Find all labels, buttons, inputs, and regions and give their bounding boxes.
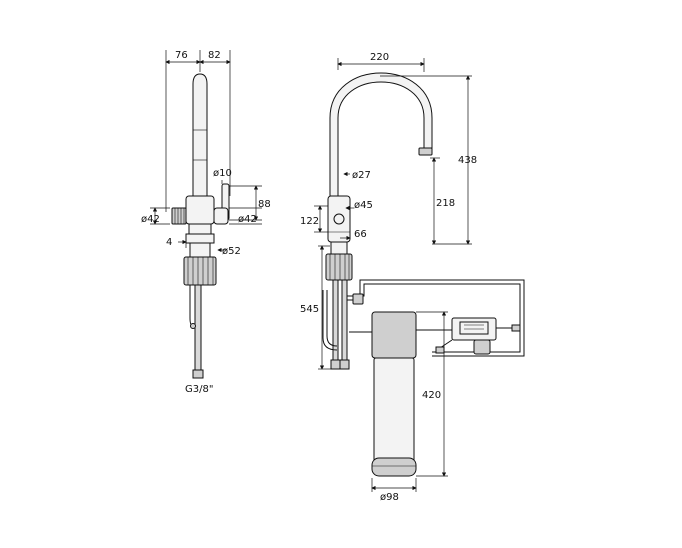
dim-side-body-right: ø42 <box>238 214 257 225</box>
dim-side-body-left: ø42 <box>141 214 160 225</box>
front-dimensions: 220 438 ø27 218 ø45 122 66 545 <box>300 52 477 503</box>
dim-side-base-diameter: ø52 <box>222 246 241 257</box>
side-hoses <box>189 284 204 379</box>
side-view: 76 82 ø10 88 ø42 ø42 4 ø52 G3/8" <box>141 50 271 395</box>
dim-side-thread: G3/8" <box>185 384 213 395</box>
front-hub-body <box>327 195 351 243</box>
dim-side-76: 76 <box>175 50 188 61</box>
dim-side-offset: 4 <box>166 237 172 248</box>
dim-front-220: 220 <box>370 52 389 63</box>
side-mixer-body <box>171 195 229 235</box>
dim-side-82: 82 <box>208 50 221 61</box>
dim-front-218: 218 <box>436 198 455 209</box>
side-spout-column <box>192 73 208 197</box>
dim-front-438: 438 <box>458 155 477 166</box>
front-base <box>325 241 353 281</box>
dim-front-122: 122 <box>300 216 319 227</box>
dim-front-545: 545 <box>300 304 319 315</box>
front-view: 220 438 ø27 218 ø45 122 66 545 <box>300 52 525 503</box>
front-control-box <box>416 317 521 355</box>
dim-side-handle-height: 88 <box>258 199 271 210</box>
front-filter-cartridge <box>349 311 417 477</box>
side-dimensions: 76 82 ø10 88 ø42 ø42 4 ø52 G3/8" <box>141 50 271 395</box>
dim-side-handle-diameter: ø10 <box>213 168 232 179</box>
dim-front-hub: ø45 <box>354 200 373 211</box>
dim-front-98: ø98 <box>380 492 399 503</box>
dim-front-column: ø27 <box>352 170 371 181</box>
front-gooseneck-spout <box>329 72 433 197</box>
side-base <box>183 233 217 286</box>
dim-front-66: 66 <box>354 229 367 240</box>
dim-front-420: 420 <box>422 390 441 401</box>
